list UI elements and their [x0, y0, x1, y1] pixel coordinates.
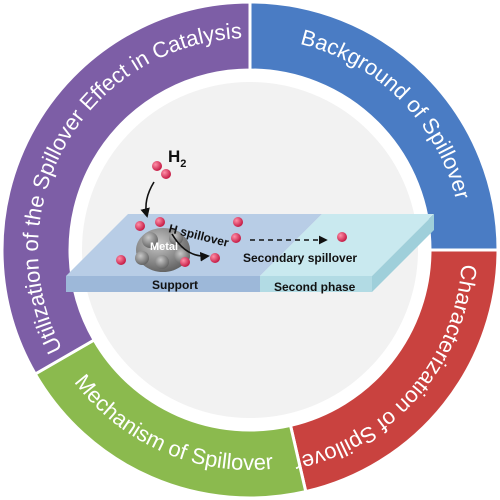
support-front — [66, 276, 260, 292]
h-atom — [161, 169, 171, 179]
h-atom — [116, 255, 126, 265]
h-atom — [155, 217, 165, 227]
h-atom — [233, 217, 243, 227]
second-phase-side — [372, 214, 434, 292]
support-top — [66, 214, 322, 276]
second-phase-label: Second phase — [274, 280, 356, 294]
hydrogen-atoms — [116, 161, 347, 267]
h-atom — [135, 221, 145, 231]
adsorption-arrow — [140, 181, 155, 218]
metal-label: Metal — [150, 241, 178, 253]
h-atom — [180, 257, 190, 267]
ring-segment-utilization — [0, 0, 252, 377]
secondary-spillover-label: Secondary spillover — [243, 251, 357, 265]
h-atom — [210, 253, 220, 263]
h-atom — [337, 232, 347, 242]
h2-label: H2 — [168, 147, 186, 170]
second-phase-top — [260, 214, 434, 276]
second-phase-front — [260, 276, 372, 292]
support-label: Support — [152, 278, 198, 292]
h-atom — [231, 233, 241, 243]
slab — [66, 214, 434, 292]
h-spillover-arrow — [171, 233, 210, 262]
h-atom — [152, 161, 162, 171]
